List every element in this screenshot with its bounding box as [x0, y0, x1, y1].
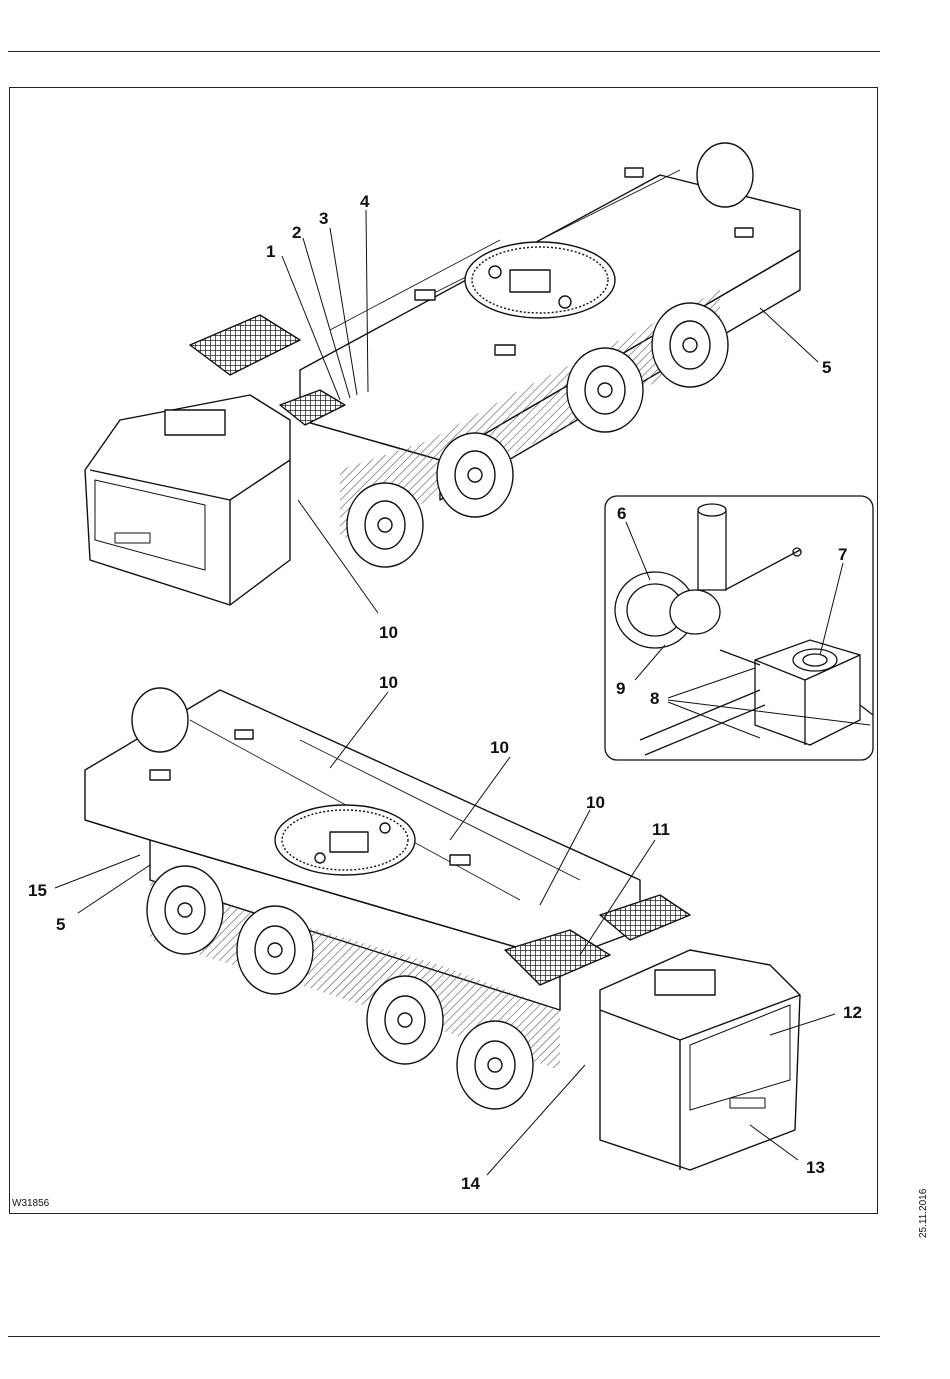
callout-7: 7 [838, 545, 847, 564]
detail-inset [605, 496, 873, 760]
callout-5-bottom: 5 [56, 915, 65, 934]
callout-8: 8 [650, 689, 659, 708]
callout-3: 3 [319, 209, 328, 228]
bottom-crane-drawing [55, 688, 835, 1175]
callout-10-mid: 10 [490, 738, 509, 757]
callout-4: 4 [360, 192, 370, 211]
callout-13: 13 [806, 1158, 825, 1177]
callout-14: 14 [461, 1174, 480, 1193]
callout-10-top: 10 [379, 623, 398, 642]
callout-1: 1 [266, 242, 275, 261]
callout-6: 6 [617, 504, 626, 523]
callout-10-rear: 10 [586, 793, 605, 812]
callout-9: 9 [616, 679, 625, 698]
document-date: 25.11.2016 [918, 1189, 929, 1238]
callout-2: 2 [292, 223, 301, 242]
callout-5-top: 5 [822, 358, 831, 377]
figure-id-label: W31856 [12, 1198, 49, 1209]
callout-10-deck: 10 [379, 673, 398, 692]
callout-15: 15 [28, 881, 47, 900]
callout-11: 11 [652, 820, 670, 839]
callout-12: 12 [843, 1003, 862, 1022]
